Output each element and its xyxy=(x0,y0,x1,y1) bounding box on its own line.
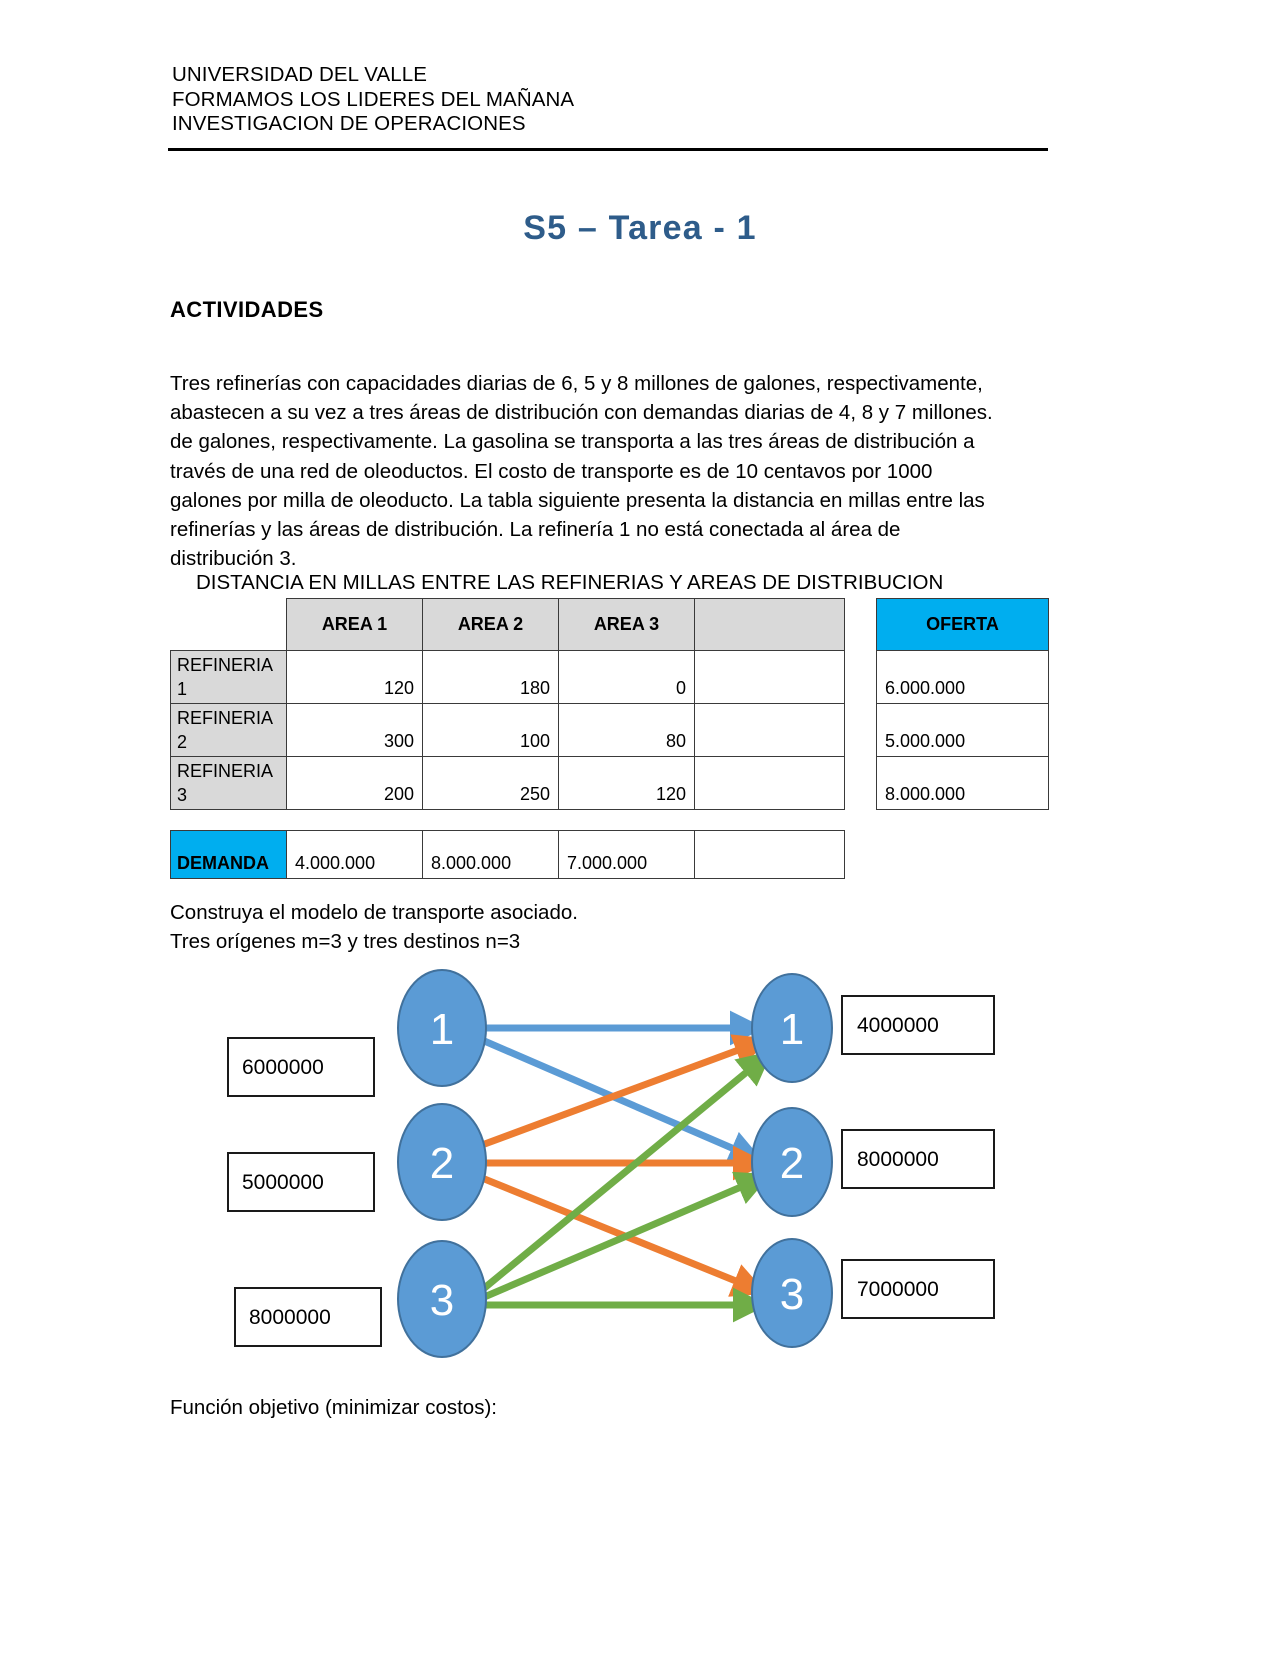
section-heading-actividades: ACTIVIDADES xyxy=(170,297,324,322)
destination-node-2-label: 2 xyxy=(780,1139,804,1188)
row-label-refineria-1: REFINERIA 1 xyxy=(170,650,287,704)
cell-r1-area3: 0 xyxy=(558,650,695,704)
table-spacer xyxy=(845,757,877,810)
supply-box-3-label: 8000000 xyxy=(249,1306,331,1329)
header-divider-rule xyxy=(168,148,1048,151)
table-spacer xyxy=(845,599,877,651)
header-line-course: INVESTIGACION DE OPERACIONES xyxy=(172,112,526,135)
distance-table: AREA 1 AREA 2 AREA 3 OFERTA REFINERIA 1 … xyxy=(170,598,1049,810)
source-node-3: 3 xyxy=(397,1240,487,1358)
edge-s2-d3 xyxy=(480,1174,768,1297)
demand-box-3: 7000000 xyxy=(841,1259,995,1319)
cell-r2-oferta: 5.000.000 xyxy=(876,703,1049,757)
table-corner-cell xyxy=(170,598,287,651)
objective-function-text: Función objetivo (minimizar costos): xyxy=(170,1396,497,1419)
cell-r2-blank xyxy=(694,703,845,757)
column-header-area-1: AREA 1 xyxy=(286,598,423,651)
demand-row: DEMANDA 4.000.000 8.000.000 7.000.000 xyxy=(170,830,845,879)
cell-r1-oferta: 6.000.000 xyxy=(876,650,1049,704)
demand-label: DEMANDA xyxy=(170,830,287,879)
demand-area-3: 7.000.000 xyxy=(558,830,695,879)
cell-r3-area1: 200 xyxy=(286,756,423,810)
supply-box-1: 6000000 xyxy=(227,1037,375,1097)
supply-box-3: 8000000 xyxy=(234,1287,382,1347)
table-row: REFINERIA 3 200 250 120 8.000.000 xyxy=(170,756,1049,810)
demand-area-2: 8.000.000 xyxy=(422,830,559,879)
destination-node-2: 2 xyxy=(751,1107,833,1217)
table-spacer xyxy=(845,704,877,757)
edge-s1-d2 xyxy=(480,1036,764,1165)
instructions-text: Construya el modelo de transporte asocia… xyxy=(170,898,578,956)
cell-r2-area2: 100 xyxy=(422,703,559,757)
demand-box-3-label: 7000000 xyxy=(857,1278,939,1301)
paragraph-line: Tres refinerías con capacidades diarias … xyxy=(170,372,983,395)
supply-box-2-label: 5000000 xyxy=(242,1171,324,1194)
column-header-blank xyxy=(694,598,845,651)
supply-box-2: 5000000 xyxy=(227,1152,375,1212)
document-header: UNIVERSIDAD DEL VALLE FORMAMOS LOS LIDER… xyxy=(172,63,1048,137)
table-row: REFINERIA 1 120 180 0 6.000.000 xyxy=(170,650,1049,704)
destination-node-1: 1 xyxy=(751,973,833,1083)
problem-statement-paragraph: Tres refinerías con capacidades diarias … xyxy=(170,369,1060,573)
cell-r1-area1: 120 xyxy=(286,650,423,704)
paragraph-line: refinerías y las áreas de distribución. … xyxy=(170,518,901,542)
source-node-3-label: 3 xyxy=(430,1276,454,1325)
page-title: S5 – Tarea - 1 xyxy=(523,209,757,247)
cell-r2-area1: 300 xyxy=(286,703,423,757)
paragraph-line: distribución 3. xyxy=(170,547,297,571)
demand-box-2-label: 8000000 xyxy=(857,1148,939,1171)
destination-node-3-label: 3 xyxy=(780,1270,804,1319)
source-node-1: 1 xyxy=(397,969,487,1087)
cell-r1-blank xyxy=(694,650,845,704)
demand-box-1-label: 4000000 xyxy=(857,1014,939,1037)
column-header-oferta: OFERTA xyxy=(876,598,1049,651)
demand-table: DEMANDA 4.000.000 8.000.000 7.000.000 xyxy=(170,830,845,879)
source-node-2: 2 xyxy=(397,1103,487,1221)
paragraph-line: galones por milla de oleoducto. La tabla… xyxy=(170,488,985,512)
demand-box-1: 4000000 xyxy=(841,995,995,1055)
instruction-line: Tres orígenes m=3 y tres destinos n=3 xyxy=(170,930,521,954)
cell-r3-area2: 250 xyxy=(422,756,559,810)
paragraph-line: de galones, respectivamente. La gasolina… xyxy=(170,430,975,454)
column-header-area-2: AREA 2 xyxy=(422,598,559,651)
cell-r1-area2: 180 xyxy=(422,650,559,704)
header-line-motto: FORMAMOS LOS LIDERES DEL MAÑANA xyxy=(172,87,575,111)
transport-network-diagram: 1 2 3 1 2 3 xyxy=(220,960,1040,1380)
supply-box-1-label: 6000000 xyxy=(242,1056,324,1079)
demand-blank xyxy=(694,830,845,879)
destination-node-1-label: 1 xyxy=(780,1005,804,1054)
destination-node-3: 3 xyxy=(751,1238,833,1348)
cell-r3-oferta: 8.000.000 xyxy=(876,756,1049,810)
edge-s3-d1 xyxy=(479,1050,773,1293)
source-node-1-label: 1 xyxy=(430,1005,454,1054)
cell-r2-area3: 80 xyxy=(558,703,695,757)
cell-r3-area3: 120 xyxy=(558,756,695,810)
table-header-row: AREA 1 AREA 2 AREA 3 OFERTA xyxy=(170,598,1049,651)
table-spacer xyxy=(845,651,877,704)
table-row: REFINERIA 2 300 100 80 5.000.000 xyxy=(170,703,1049,757)
edge-s3-d2 xyxy=(480,1171,772,1302)
row-label-refineria-3: REFINERIA 3 xyxy=(170,756,287,810)
distance-table-caption: DISTANCIA EN MILLAS ENTRE LAS REFINERIAS… xyxy=(196,571,944,594)
instruction-line: Construya el modelo de transporte asocia… xyxy=(170,901,578,924)
row-label-refineria-2: REFINERIA 2 xyxy=(170,703,287,757)
paragraph-line: abastecen a su vez a tres áreas de distr… xyxy=(170,401,993,425)
paragraph-line: través de una red de oleoductos. El cost… xyxy=(170,459,933,483)
header-line-university: UNIVERSIDAD DEL VALLE xyxy=(172,63,428,86)
source-node-2-label: 2 xyxy=(430,1139,454,1188)
column-header-area-3: AREA 3 xyxy=(558,598,695,651)
demand-area-1: 4.000.000 xyxy=(286,830,423,879)
edge-s2-d1 xyxy=(480,1034,770,1149)
cell-r3-blank xyxy=(694,756,845,810)
demand-box-2: 8000000 xyxy=(841,1129,995,1189)
